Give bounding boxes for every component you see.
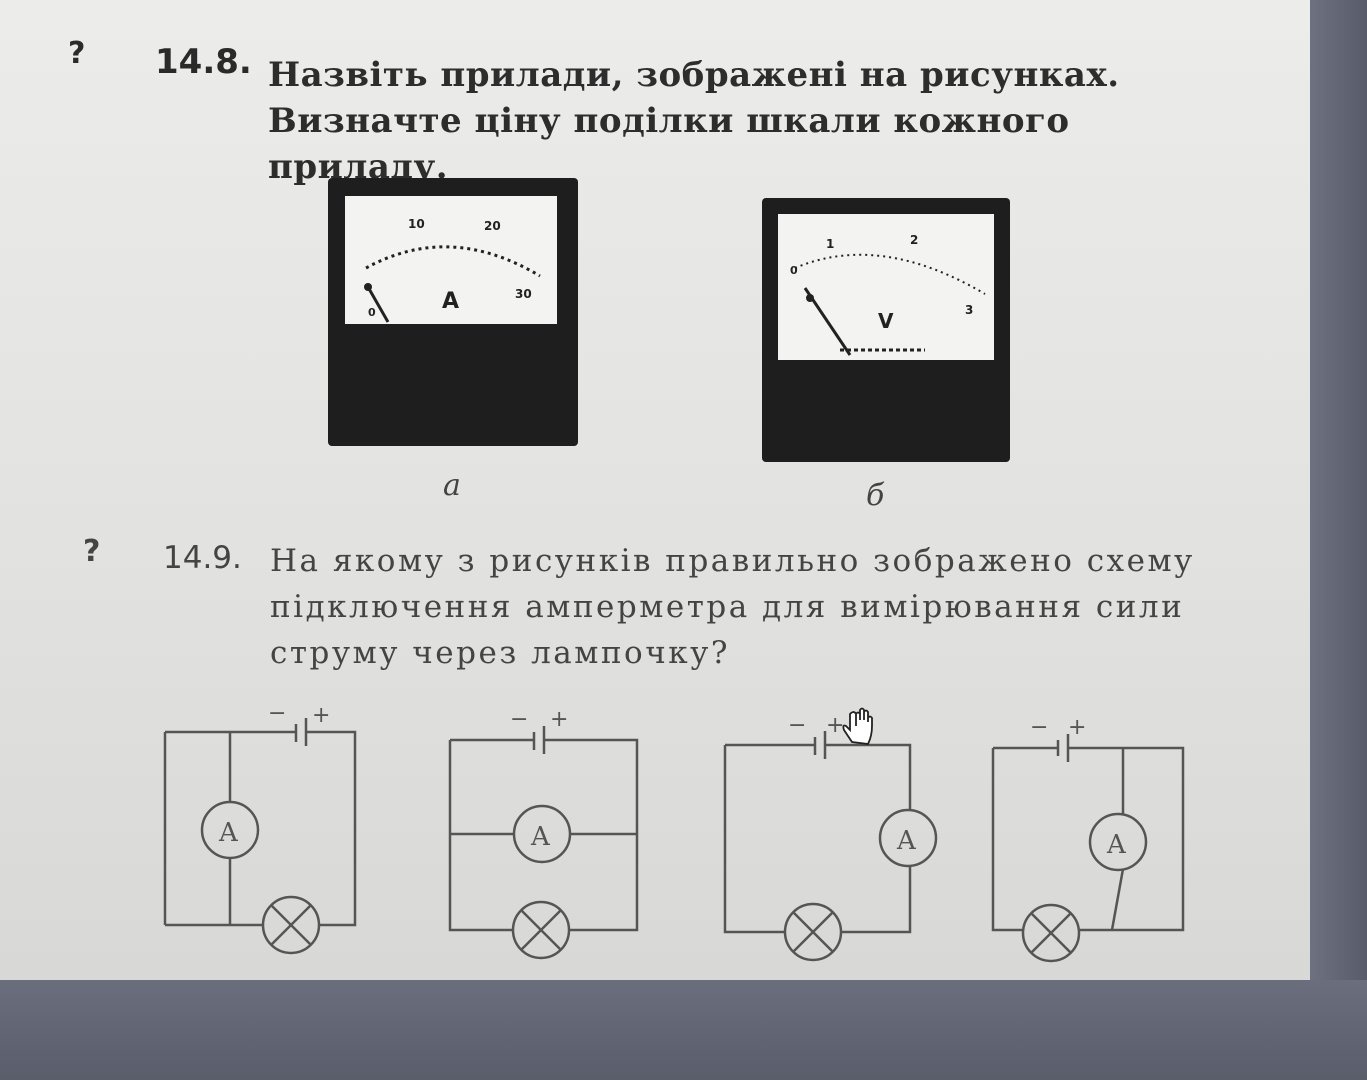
circuit-2-plus: + <box>550 707 568 732</box>
circuit-4-ammeter: A <box>1106 830 1127 860</box>
circuit-4-plus: + <box>1068 715 1086 740</box>
textbook-page <box>0 0 1310 980</box>
ammeter-label-20: 20 <box>484 219 501 233</box>
ammeter-scale-arc <box>365 245 541 278</box>
caption-a: а <box>443 468 461 503</box>
problem-number-14-8: 14.8. <box>155 42 252 82</box>
circuit-2-minus: − <box>510 707 528 732</box>
caption-b: б <box>866 478 885 513</box>
ammeter-label-0: 0 <box>368 306 376 319</box>
voltmeter-scale-window <box>778 214 994 360</box>
hand-cursor-icon <box>842 707 873 745</box>
circuit-3-ammeter: A <box>896 826 917 856</box>
monitor-bottom-edge <box>0 980 1367 1080</box>
voltmeter-label-3: 3 <box>965 303 973 317</box>
ammeter-label-30: 30 <box>515 287 532 301</box>
circuit-2-ammeter: A <box>530 822 551 852</box>
voltmeter-unit: V <box>878 309 894 333</box>
ammeter-unit: A <box>442 289 459 314</box>
ammeter-label-10: 10 <box>408 217 425 231</box>
circuit-3 <box>723 731 938 962</box>
ammeter-needle <box>366 286 390 323</box>
problem-number-14-9: 14.9. <box>163 540 242 576</box>
voltmeter-label-0: 0 <box>790 264 798 277</box>
problem-text-14-9: На якому з рисунків правильно зображено … <box>270 543 1195 671</box>
circuit-3-plus: + <box>826 713 844 738</box>
question-marker-14-9: ? <box>83 534 101 569</box>
monitor-edge <box>1310 0 1367 1080</box>
question-marker-14-8: ? <box>68 36 86 71</box>
circuit-4-minus: − <box>1030 715 1048 740</box>
voltmeter-figure: 0 1 2 3 V <box>762 198 1010 462</box>
circuit-1-plus: + <box>312 703 330 728</box>
circuit-2 <box>448 726 639 960</box>
circuit-3-minus: − <box>788 713 806 738</box>
problem-text-14-8: Назвіть прилади, зображені на рисунках. … <box>268 55 1120 187</box>
circuit-1-ammeter: A <box>218 818 239 848</box>
voltmeter-label-2: 2 <box>910 233 918 247</box>
circuit-1 <box>163 718 357 955</box>
circuit-1-minus: − <box>268 701 286 726</box>
ammeter-figure: 0 10 20 30 A <box>328 178 578 446</box>
circuit-4 <box>991 734 1185 963</box>
voltmeter-label-1: 1 <box>826 237 834 251</box>
voltmeter-scale-arc <box>794 253 986 295</box>
